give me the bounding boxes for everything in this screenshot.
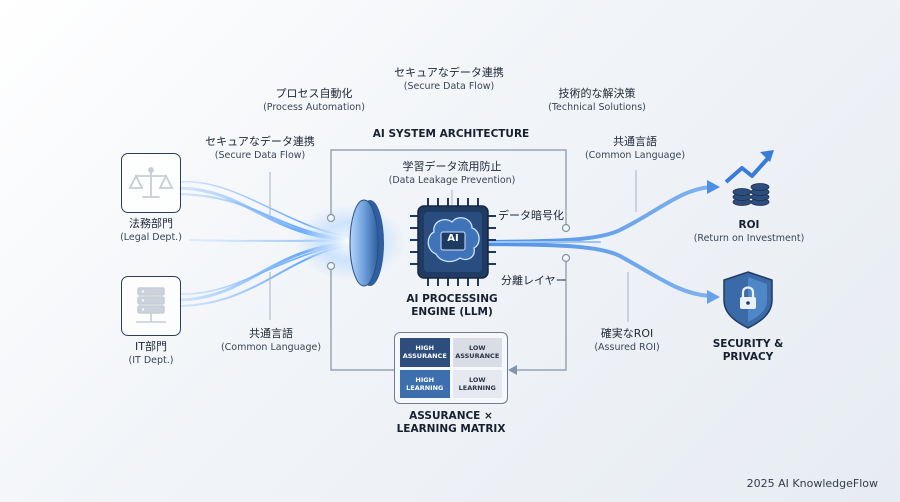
common-language-right-jp: 共通言語: [613, 135, 657, 148]
security-privacy-label: SECURITY & PRIVACY: [700, 338, 796, 364]
assured-roi-en: (Assured ROI): [594, 342, 660, 353]
common-language-left-label: 共通言語 (Common Language): [208, 327, 334, 354]
matrix-title-line2: LEARNING MATRIX: [396, 423, 506, 435]
matrix-cell-low-assurance: LOW ASSURANCE: [452, 338, 502, 367]
roi-label: ROI (Return on Investment): [684, 219, 814, 245]
separation-layer-label: 分離レイヤー: [501, 274, 567, 287]
common-language-right-label: 共通言語 (Common Language): [570, 135, 700, 162]
arrow-to-security: [707, 290, 720, 304]
secure-flow-left-label: セキュアなデータ連携 (Secure Data Flow): [190, 135, 330, 162]
dlp-label: 学習データ流用防止 (Data Leakage Prevention): [378, 160, 526, 187]
roi-subtitle: (Return on Investment): [693, 233, 805, 244]
frame-arrow-head: [508, 365, 517, 375]
secure-flow-left-jp: セキュアなデータ連携: [205, 135, 315, 148]
footer-copyright: 2025 AI KnowledgeFlow: [746, 477, 878, 490]
technical-solutions-label: 技術的な解決策 (Technical Solutions): [527, 87, 667, 114]
technical-solutions-jp: 技術的な解決策: [558, 87, 636, 100]
secure-flow-top-en: (Secure Data Flow): [403, 81, 495, 92]
assurance-learning-matrix: HIGH ASSURANCE LOW ASSURANCE HIGH LEARNI…: [394, 332, 508, 404]
secure-flow-left-en: (Secure Data Flow): [214, 150, 306, 161]
secure-flow-top-label: セキュアなデータ連携 (Secure Data Flow): [374, 66, 524, 93]
assured-roi-jp: 確実なROI: [600, 327, 654, 340]
architecture-frame: [330, 149, 567, 371]
security-line1: SECURITY &: [712, 338, 784, 350]
common-language-left-en: (Common Language): [220, 342, 322, 353]
filter-lens: [349, 199, 384, 287]
security-line2: PRIVACY: [722, 351, 774, 363]
roi-title: ROI: [738, 219, 760, 231]
secure-flow-top-jp: セキュアなデータ連携: [394, 66, 504, 79]
process-automation-en: (Process Automation): [263, 102, 365, 113]
shield-lock-icon: [723, 271, 773, 329]
it-dept-label: IT部門 (IT Dept.): [110, 340, 192, 367]
arrow-to-roi: [707, 180, 720, 194]
assured-roi-label: 確実なROI (Assured ROI): [572, 327, 682, 354]
chip-ai-text: AI: [447, 233, 459, 244]
matrix-title: ASSURANCE × LEARNING MATRIX: [381, 410, 521, 436]
legal-dept-en: (Legal Dept.): [120, 232, 182, 243]
process-automation-label: プロセス自動化 (Process Automation): [244, 87, 384, 114]
legal-dept-jp: 法務部門: [129, 217, 173, 230]
process-automation-jp: プロセス自動化: [275, 87, 353, 100]
chip-brain-icon: [410, 198, 496, 286]
matrix-cell-low-learning: LOW LEARNING: [452, 369, 502, 398]
ai-engine-line1: AI PROCESSING: [406, 293, 498, 305]
it-dept-en: (IT Dept.): [128, 355, 174, 366]
frame-nodes: [326, 213, 571, 271]
dlp-jp: 学習データ流用防止: [402, 160, 502, 173]
legal-icon-box: [121, 153, 181, 213]
it-dept-jp: IT部門: [135, 340, 167, 353]
common-language-right-en: (Common Language): [584, 150, 686, 161]
it-icon-box: [121, 276, 181, 336]
common-language-left-jp: 共通言語: [249, 327, 293, 340]
connector-lines: [269, 170, 637, 322]
matrix-cell-high-assurance: HIGH ASSURANCE: [400, 338, 450, 367]
technical-solutions-en: (Technical Solutions): [548, 102, 646, 113]
matrix-title-line1: ASSURANCE ×: [409, 410, 493, 422]
ai-engine-line2: ENGINE (LLM): [411, 306, 493, 318]
chart-coins-icon: [724, 150, 774, 206]
right-output-streams: [468, 185, 712, 298]
matrix-cell-high-learning: HIGH LEARNING: [400, 369, 450, 398]
architecture-title: AI SYSTEM ARCHITECTURE: [372, 128, 530, 140]
dlp-en: (Data Leakage Prevention): [388, 175, 516, 186]
legal-dept-label: 法務部門 (Legal Dept.): [110, 217, 192, 244]
encryption-label: データ暗号化: [498, 209, 564, 222]
ai-engine-label: AI PROCESSING ENGINE (LLM): [388, 293, 516, 319]
